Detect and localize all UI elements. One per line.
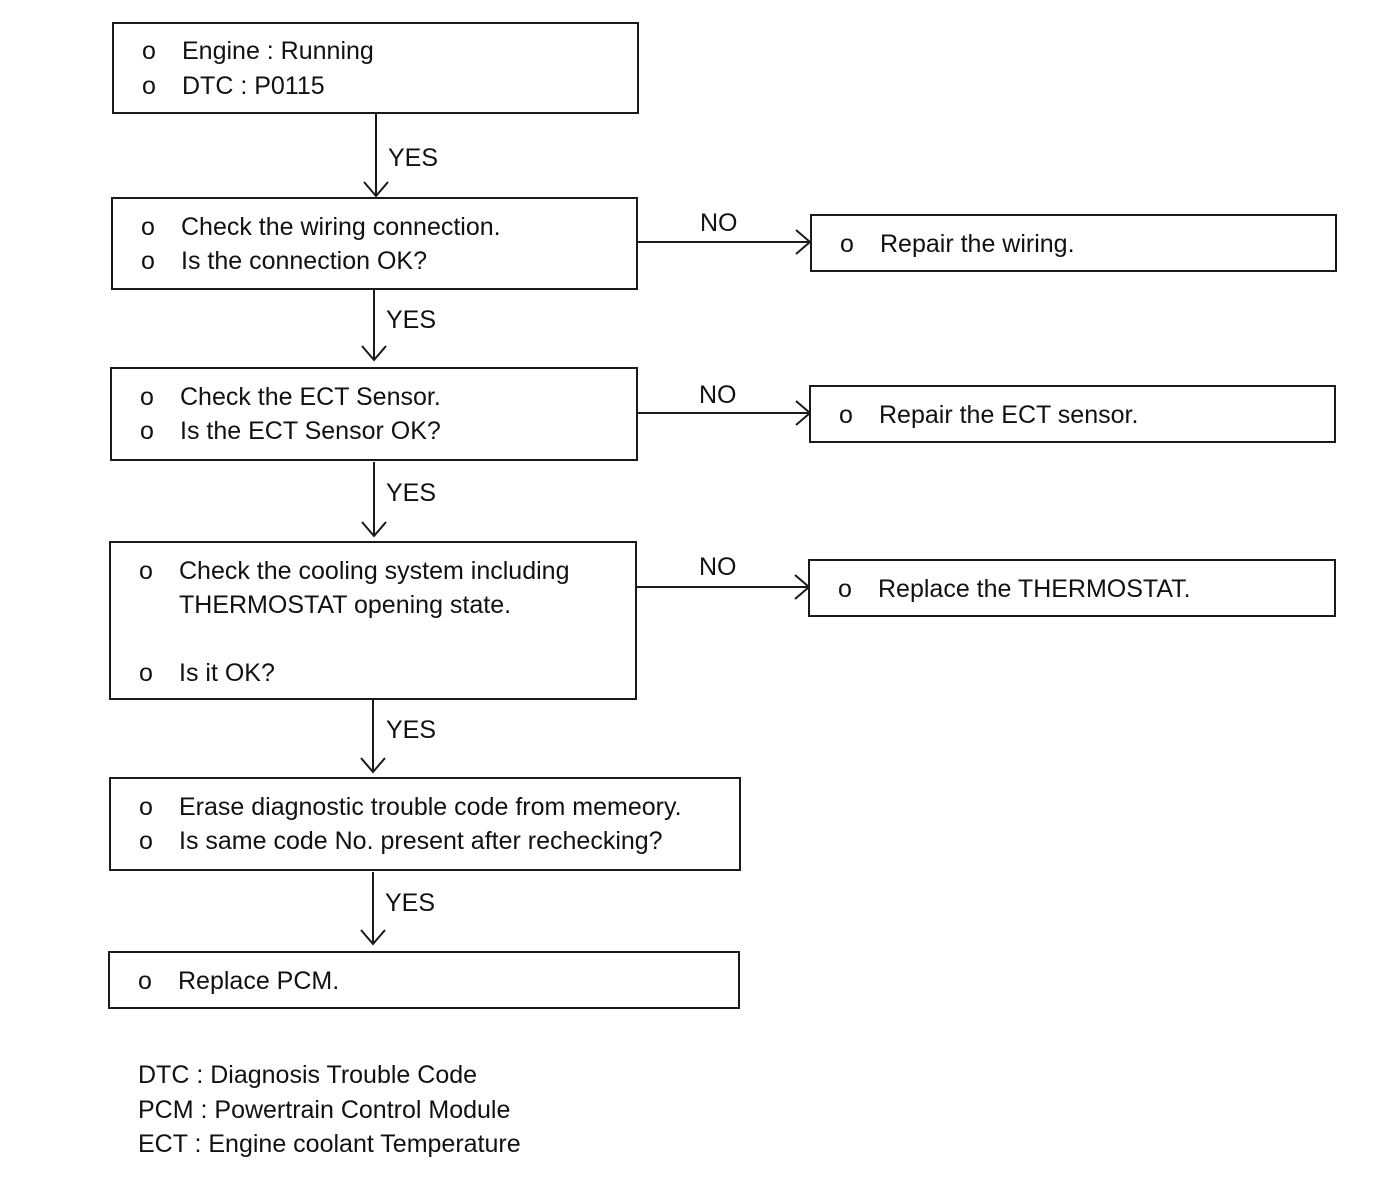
bullet-marker: o bbox=[139, 827, 153, 855]
arrowhead bbox=[363, 181, 389, 198]
edge-label-no: NO bbox=[699, 381, 737, 409]
bullet-marker: o bbox=[140, 417, 154, 445]
arrowhead bbox=[361, 345, 387, 362]
legend-entry: ECT : Engine coolant Temperature bbox=[138, 1130, 521, 1158]
edge-label-yes: YES bbox=[385, 889, 436, 917]
node-text: Is the connection OK? bbox=[181, 247, 427, 275]
edge-label-yes: YES bbox=[388, 144, 439, 172]
bullet-marker: o bbox=[138, 967, 152, 995]
node-text: Is it OK? bbox=[179, 659, 275, 687]
bullet-marker: o bbox=[139, 557, 153, 585]
abbreviation-legend: DTC : Diagnosis Trouble Code PCM : Power… bbox=[138, 1058, 521, 1162]
node-text: Check the ECT Sensor. bbox=[180, 383, 441, 411]
node-text: Replace the THERMOSTAT. bbox=[878, 575, 1191, 603]
legend-entry: PCM : Powertrain Control Module bbox=[138, 1095, 511, 1124]
bullet-marker: o bbox=[142, 72, 156, 100]
node-replace-thermostat: o Replace the THERMOSTAT. bbox=[808, 559, 1336, 617]
bullet-marker: o bbox=[140, 383, 154, 411]
node-check-wiring: o Check the wiring connection. o Is the … bbox=[111, 197, 638, 290]
node-text: Check the cooling system including bbox=[179, 557, 570, 585]
bullet-marker: o bbox=[142, 37, 156, 65]
node-text: Is same code No. present after recheckin… bbox=[179, 827, 663, 855]
arrowhead bbox=[360, 929, 386, 946]
edge-label-yes: YES bbox=[386, 306, 437, 334]
node-erase-dtc: o Erase diagnostic trouble code from mem… bbox=[109, 777, 741, 871]
edge-label-no: NO bbox=[699, 553, 737, 581]
node-text: DTC : P0115 bbox=[182, 72, 325, 100]
node-text: Is the ECT Sensor OK? bbox=[180, 417, 441, 445]
node-start: o Engine : Running o DTC : P0115 bbox=[112, 22, 639, 114]
node-text: Replace PCM. bbox=[178, 967, 340, 995]
bullet-marker: o bbox=[139, 793, 153, 821]
bullet-marker: o bbox=[838, 575, 852, 603]
node-text: Repair the ECT sensor. bbox=[879, 401, 1139, 429]
edge-label-no: NO bbox=[700, 209, 738, 237]
node-text: THERMOSTAT opening state. bbox=[179, 591, 512, 619]
arrowhead bbox=[361, 521, 387, 538]
bullet-marker: o bbox=[141, 247, 155, 275]
arrowhead bbox=[360, 757, 386, 774]
node-replace-pcm: o Replace PCM. bbox=[108, 951, 740, 1009]
edge-label-yes: YES bbox=[386, 716, 437, 744]
edge-label-yes: YES bbox=[386, 479, 437, 507]
bullet-marker: o bbox=[141, 213, 155, 241]
node-repair-ect: o Repair the ECT sensor. bbox=[809, 385, 1336, 443]
bullet-marker: o bbox=[839, 401, 853, 429]
node-check-ect: o Check the ECT Sensor. o Is the ECT Sen… bbox=[110, 367, 638, 461]
node-repair-wiring: o Repair the wiring. bbox=[810, 214, 1337, 272]
node-check-cooling: o Check the cooling system including THE… bbox=[109, 541, 637, 700]
bullet-marker: o bbox=[139, 659, 153, 687]
node-text: Engine : Running bbox=[182, 37, 374, 65]
node-text: Repair the wiring. bbox=[880, 230, 1075, 258]
node-text: Check the wiring connection. bbox=[181, 213, 501, 241]
node-text: Erase diagnostic trouble code from memeo… bbox=[179, 793, 682, 821]
bullet-marker: o bbox=[840, 230, 854, 258]
legend-entry: DTC : Diagnosis Trouble Code bbox=[138, 1061, 478, 1089]
